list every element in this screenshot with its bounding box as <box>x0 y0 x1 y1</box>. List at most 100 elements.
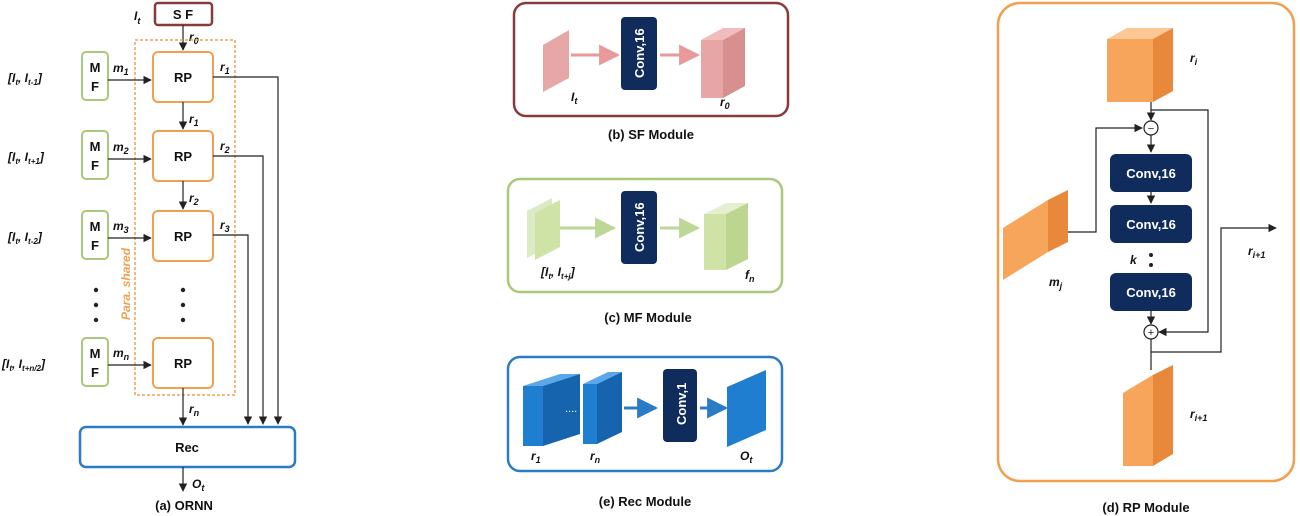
rp-block-2-label: RP <box>174 149 192 164</box>
r1-to-rec <box>213 76 283 425</box>
mf-block-2-top: M <box>90 139 101 154</box>
ri-front <box>1107 39 1153 102</box>
rp-conv-2 <box>1110 205 1192 243</box>
input-label-n: [It, It+n/2] <box>1 357 46 373</box>
rec-conv-block <box>663 369 697 442</box>
m1-label: m1 <box>113 61 129 77</box>
mf-block-n <box>81 337 109 387</box>
mj-side <box>1048 190 1068 252</box>
parameter-shared-box <box>134 39 236 396</box>
panel-b-sf: Conv,16 It r0 (b) SF Module <box>512 1 790 142</box>
m3-label: m3 <box>113 219 129 235</box>
r1-down-label: r1 <box>189 112 199 128</box>
input-label-3: [It, It-2] <box>7 230 43 246</box>
mj-to-minus <box>1068 123 1143 233</box>
sf-input-plane <box>543 30 569 92</box>
mf-block-n-top: M <box>90 346 101 361</box>
rec-input2-label: rn <box>590 449 601 465</box>
rp-block-3 <box>152 210 214 262</box>
panel-a-ornn: It S F r0 Para. shared RP RP RP RP r1 r2… <box>1 1 297 513</box>
caption-a: (a) ORNN <box>155 498 213 513</box>
rec-input1-label: r1 <box>531 449 541 465</box>
panel-e-rec: .... Conv,1 r1 rn Ot (e) Rec Module <box>506 355 784 509</box>
input-it-label: It <box>134 9 141 26</box>
mf-conv-label: Conv,16 <box>632 202 647 252</box>
mf-output-top <box>704 203 748 214</box>
r2-to-rec <box>213 155 268 425</box>
r2-down-label: r2 <box>189 191 199 207</box>
r0-label: r0 <box>189 30 199 46</box>
mf-block-2 <box>81 130 109 180</box>
output-ot-label: Ot <box>192 477 205 493</box>
rec-vol1-side <box>543 374 580 446</box>
skip-connection <box>1151 109 1209 337</box>
k-dot <box>1149 253 1153 257</box>
input-label-2: [It, It+1] <box>7 150 45 166</box>
rec-vol1-front <box>523 386 543 446</box>
ri-top <box>1107 28 1173 39</box>
k-dot <box>1149 263 1153 267</box>
mf-block-3-top: M <box>90 219 101 234</box>
sf-output-front <box>701 40 723 98</box>
sf-output-label: r0 <box>720 95 730 111</box>
rp-conv-2-label: Conv,16 <box>1126 217 1176 232</box>
sf-output-top <box>701 28 745 40</box>
plus-sign: + <box>1148 327 1154 339</box>
mf-block-n-bottom: F <box>91 365 99 380</box>
rec-block <box>78 425 297 469</box>
mj-label: mj <box>1049 275 1063 291</box>
rec-block-label: Rec <box>175 440 199 455</box>
rp-block-3-label: RP <box>174 229 192 244</box>
rp-conv-k <box>1110 273 1192 311</box>
mf-input-plane-front <box>535 200 560 260</box>
rp-block-n-label: RP <box>174 356 192 371</box>
caption-c: (c) MF Module <box>604 310 691 325</box>
sf-block-label: S F <box>173 7 193 22</box>
r3-to-rec <box>213 234 253 425</box>
ri-side <box>1153 28 1173 102</box>
sf-input-label: It <box>571 90 578 106</box>
rec-output-label: Ot <box>740 449 753 465</box>
rp-dot <box>180 302 186 308</box>
r1-right-label: r1 <box>220 60 230 76</box>
mf-block-1 <box>81 51 109 101</box>
rp-conv-1 <box>1110 154 1192 192</box>
mf-block-3-bottom: F <box>91 238 99 253</box>
r2-right-label: r2 <box>220 139 230 155</box>
rn-down-label: rn <box>189 402 200 418</box>
rec-vol2-front <box>583 384 597 444</box>
rp-dot <box>180 287 186 293</box>
m2-label: m2 <box>113 140 129 156</box>
r3-right-label: r3 <box>220 218 230 234</box>
ri1-out-label: ri+1 <box>1248 244 1265 260</box>
mf-block-1-bottom: F <box>91 79 99 94</box>
panel-c-mf: Conv,16 [It, It+j] fn (c) MF Module <box>506 177 784 325</box>
ri1-front <box>1123 375 1153 466</box>
mf-input-label: [It, It+j] <box>540 265 576 281</box>
mj-front <box>1003 200 1048 280</box>
mf-block-1-top: M <box>90 60 101 75</box>
rec-output-plane <box>727 370 766 447</box>
caption-d: (d) RP Module <box>1102 500 1189 515</box>
caption-b: (b) SF Module <box>608 127 694 142</box>
output-ri1-arrow <box>1151 223 1277 353</box>
rec-vol2-side <box>597 372 622 444</box>
rec-vol2-top <box>583 372 622 384</box>
mf-block-3 <box>81 210 109 260</box>
sf-conv-label: Conv,16 <box>632 28 647 78</box>
panel-d-rp: ri mj ri+1 − Conv,16 Conv,16 k Conv,16 + <box>996 1 1296 515</box>
sf-output-side <box>723 28 745 98</box>
mf-dot <box>93 302 99 308</box>
mn-label: mn <box>113 346 130 362</box>
mf-dot <box>93 287 99 293</box>
input-label-1: [It, It-1] <box>7 71 43 87</box>
rec-conv-label: Conv,1 <box>674 383 689 425</box>
mf-block-2-bottom: F <box>91 158 99 173</box>
ri-label: ri <box>1190 51 1198 67</box>
rp-dot <box>180 317 186 323</box>
para-shared-label: Para. shared <box>119 247 133 320</box>
rp-conv-k-label: Conv,16 <box>1126 285 1176 300</box>
rec-vol-dots: .... <box>565 403 577 415</box>
mf-output-front <box>704 214 726 270</box>
